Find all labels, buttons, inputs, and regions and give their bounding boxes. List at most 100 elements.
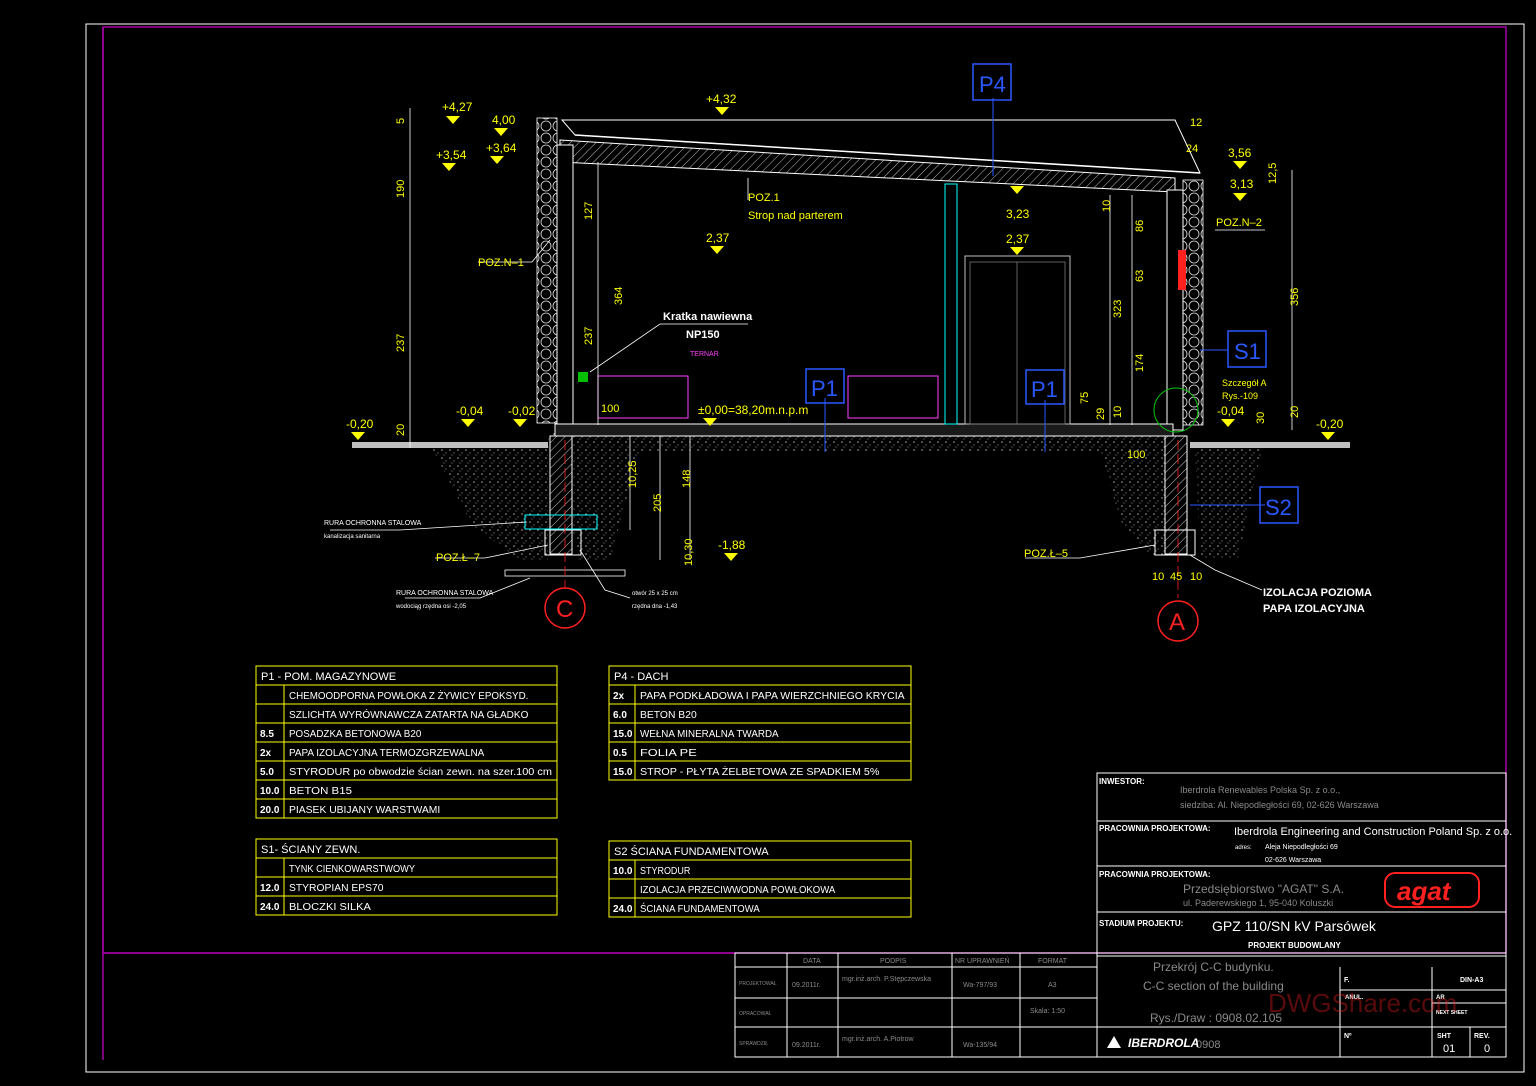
layer-thickness: 2x [613, 691, 625, 702]
tag-p1a: P1 [811, 376, 838, 401]
label-pozl5: POZ.Ł–5 [1024, 548, 1068, 560]
layer-material: STROP - PŁYTA ŻELBETOWA ZE SPADKIEM 5% [640, 765, 880, 778]
layer-material: STYRODUR [640, 866, 690, 877]
dim-356: 356 [1289, 288, 1301, 306]
layer-thickness: 5.0 [260, 767, 274, 778]
right-wall-insulation [1182, 179, 1204, 426]
layer-material: PAPA PODKŁADOWA I PAPA WIERZCHNIEGO KRYC… [640, 691, 905, 702]
tb-sht-label: SHT [1437, 1033, 1452, 1040]
label-ternar: TERNAR [690, 351, 719, 358]
tb-f-val: DIN-A3 [1460, 977, 1483, 984]
iberdrola-logo-icon [1107, 1036, 1121, 1048]
level-m020a: -0,20 [346, 417, 374, 431]
layer-thickness: 8.5 [260, 729, 274, 740]
left-wall-insulation [536, 117, 558, 424]
label-np150: NP150 [686, 329, 720, 341]
level-triangle [446, 116, 460, 124]
dim-237: 237 [395, 334, 407, 352]
tb-r2-label: OPRACOWAŁ [739, 1011, 772, 1017]
layer-material: WEŁNA MINERALNA TWARDA [640, 729, 779, 740]
tb-prac1-adr1: Aleja Niepodległości 69 [1265, 844, 1338, 851]
label-otwor: otwór 25 x 25 cm [632, 591, 678, 597]
tb-prac1-adr2: 02-626 Warszawa [1265, 857, 1321, 864]
dim-10b: 10 [1112, 406, 1124, 418]
tb-number: 0908 [1196, 1039, 1220, 1051]
layer-thickness: 20.0 [260, 805, 280, 816]
level-427: +4,27 [442, 100, 473, 114]
dim-29: 29 [1095, 408, 1107, 420]
tb-prac2-label: PRACOWNIA PROJEKTOWA: [1099, 870, 1211, 879]
label-strop: Strop nad parterem [748, 210, 843, 222]
partition-wall [944, 183, 958, 425]
tb-sht: 01 [1443, 1043, 1455, 1055]
label-szczegol: Szczegół A [1222, 378, 1267, 388]
tb-r1-name: mgr.inż.arch. P.Stępczewska [842, 976, 931, 983]
tb-hdr-format: FORMAT [1038, 958, 1068, 965]
level-m004b: -0,04 [1217, 404, 1245, 418]
detail-a-circle [1153, 387, 1199, 433]
tb-r3-nr: Wa-135/94 [963, 1042, 997, 1049]
tb-prac1-name: Iberdrola Engineering and Construction P… [1234, 826, 1512, 838]
tb-inwestor2: siedziba: Al. Niepodległości 69, 02-626 … [1180, 800, 1379, 810]
iberdrola-logo: IBERDROLA [1128, 1036, 1199, 1050]
label-rys: Rys.-109 [1222, 391, 1258, 401]
level-triangle [703, 418, 717, 426]
dim-10a: 10 [1101, 200, 1113, 212]
layer-table-p4: P4 - DACH 2x PAPA PODKŁADOWA I PAPA WIERZC… [608, 665, 912, 781]
layer-thickness: 15.0 [613, 767, 633, 778]
tb-rev-label: REV. [1474, 1033, 1490, 1040]
level-triangle [1010, 247, 1024, 255]
layer-thickness: 10.0 [260, 786, 280, 797]
layer-table-title: P4 - DACH [614, 671, 668, 683]
layer-thickness: 0.5 [613, 748, 627, 759]
dim-127: 127 [583, 202, 595, 220]
level-313: 3,13 [1230, 177, 1254, 191]
level-triangle [442, 163, 456, 171]
dim-12: 12 [1190, 117, 1202, 129]
left-wall [556, 144, 574, 431]
level-triangle [461, 419, 475, 427]
level-triangle [490, 156, 504, 164]
dim-a10a: 10 [1152, 571, 1164, 583]
dim-30: 30 [1255, 412, 1267, 424]
level-400: 4,00 [492, 113, 516, 127]
layer-thickness: 24.0 [260, 902, 280, 913]
level-354: +3,54 [436, 148, 467, 162]
tb-projekt-budowlany: PROJEKT BUDOWLANY [1248, 941, 1342, 950]
layer-material: BETON B20 [640, 710, 697, 721]
tb-rev: 0 [1484, 1043, 1490, 1055]
label-pozn2: POZ.N–2 [1216, 217, 1262, 229]
label-rura2: RURA OCHRONNA STALOWA [396, 590, 494, 597]
layer-table-title: S1- ŚCIANY ZEWN. [261, 843, 360, 856]
foundation-c [549, 435, 573, 555]
layer-material: STYROPIAN EPS70 [289, 883, 384, 894]
level-364: +3,64 [486, 141, 517, 155]
tb-prac2-name: Przedsiębiorstwo "AGAT" S.A. [1183, 882, 1344, 896]
dim-1025: 10,25 [627, 460, 639, 488]
dim-a10b: 10 [1190, 571, 1202, 583]
layer-thickness: 6.0 [613, 710, 627, 721]
level-zero: ±0,00=38,20m.n.p.m [698, 403, 808, 417]
layer-material: PIASEK UBIJANY WARSTWAMI [289, 805, 440, 816]
dim-63: 63 [1134, 270, 1146, 282]
tb-r1-date: 09.2011r. [792, 982, 821, 989]
label-rura1: RURA OCHRONNA STALOWA [324, 520, 422, 527]
tb-r3-label: SPRAWDZIŁ [739, 1041, 768, 1047]
label-izol1: IZOLACJA POZIOMA [1263, 587, 1372, 599]
level-triangle [513, 419, 527, 427]
layer-material: SZLICHTA WYRÓWNAWCZA ZATARTA NA GŁADKO [289, 708, 529, 721]
level-triangle [1010, 186, 1024, 194]
label-poz1: POZ.1 [748, 192, 780, 204]
dim-100b: 100 [1127, 449, 1145, 461]
label-kratka: Kratka nawiewna [663, 311, 753, 323]
axis-c: C [556, 596, 573, 623]
label-otwor2: rzędna dna -1,43 [632, 604, 678, 610]
level-triangle [715, 107, 729, 115]
tb-format: A3 [1048, 982, 1057, 989]
layer-material: POSADZKA BETONOWA B20 [289, 729, 422, 740]
grid-axes: C A [544, 587, 1199, 642]
tag-s2: S2 [1265, 495, 1292, 520]
layer-thickness: 2x [260, 748, 272, 759]
